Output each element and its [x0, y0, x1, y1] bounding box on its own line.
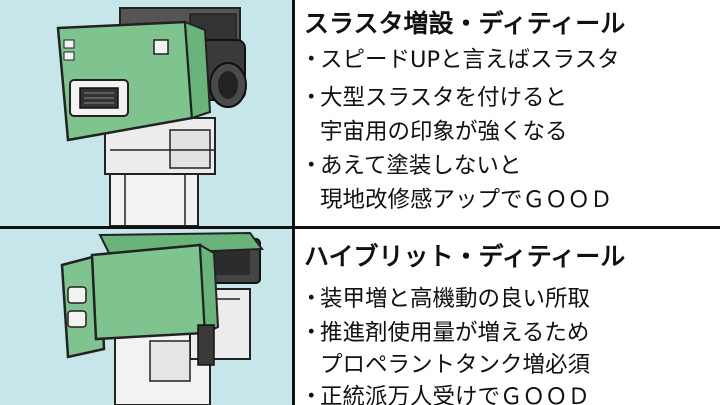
bottom-line-4: ・正統派万人受けでＧＯＯＤ	[300, 379, 590, 405]
vertical-divider-bottom	[292, 229, 295, 405]
bottom-heading: ハイブリット・ディティール	[304, 242, 626, 271]
hybrid-mecha-drawing	[60, 231, 264, 405]
top-line-4-text: あえて塗装しないと	[320, 153, 522, 179]
top-illustration	[0, 0, 292, 226]
bottom-text-block: ハイブリット・ディティール ・装甲増と高機動の良い所取 ・推進剤使用量が増えるた…	[300, 229, 720, 405]
bullet: ・	[300, 153, 323, 179]
thruster-mecha-drawing	[56, 7, 247, 226]
bullet: ・	[300, 85, 323, 111]
top-heading: スラスタ増設・ディティール	[304, 9, 626, 38]
bullet: ・	[300, 320, 323, 346]
bottom-line-2: ・推進剤使用量が増えるため	[300, 315, 589, 347]
top-line-1: ・スピードUPと言えばスラスタ	[300, 42, 620, 74]
bullet: ・	[300, 286, 323, 312]
top-line-5-text: 現地改修感アップでＧＯＯＤ	[320, 187, 613, 213]
top-line-2-text: 大型スラスタを付けると	[320, 85, 568, 111]
bottom-line-3-text: プロペラントタンク増必須	[320, 352, 591, 378]
top-line-3-text: 宇宙用の印象が強くなる	[320, 119, 568, 145]
top-line-2: ・大型スラスタを付けると	[300, 80, 567, 112]
bottom-panel: ハイブリット・ディティール ・装甲増と高機動の良い所取 ・推進剤使用量が増えるた…	[0, 229, 720, 405]
bullet: ・	[300, 47, 323, 73]
horizontal-divider	[0, 226, 720, 229]
bottom-line-2-text: 推進剤使用量が増えるため	[320, 320, 590, 346]
vertical-divider-top	[292, 0, 295, 226]
top-text-block: スラスタ増設・ディティール ・スピードUPと言えばスラスタ ・大型スラスタを付け…	[300, 0, 720, 226]
bottom-line-4-text: 正統派万人受けでＧＯＯＤ	[320, 384, 591, 405]
bottom-line-3: プロペラントタンク増必須	[300, 347, 590, 379]
top-line-3: 宇宙用の印象が強くなる	[300, 114, 568, 146]
top-line-5: 現地改修感アップでＧＯＯＤ	[300, 182, 613, 214]
top-panel: スラスタ増設・ディティール ・スピードUPと言えばスラスタ ・大型スラスタを付け…	[0, 0, 720, 226]
bullet: ・	[300, 384, 323, 405]
bottom-line-1: ・装甲増と高機動の良い所取	[300, 281, 590, 313]
bottom-illustration	[0, 229, 292, 405]
top-line-1-text: スピードUPと言えばスラスタ	[320, 47, 620, 73]
top-line-4: ・あえて塗装しないと	[300, 148, 521, 180]
bottom-line-1-text: 装甲増と高機動の良い所取	[320, 286, 591, 312]
